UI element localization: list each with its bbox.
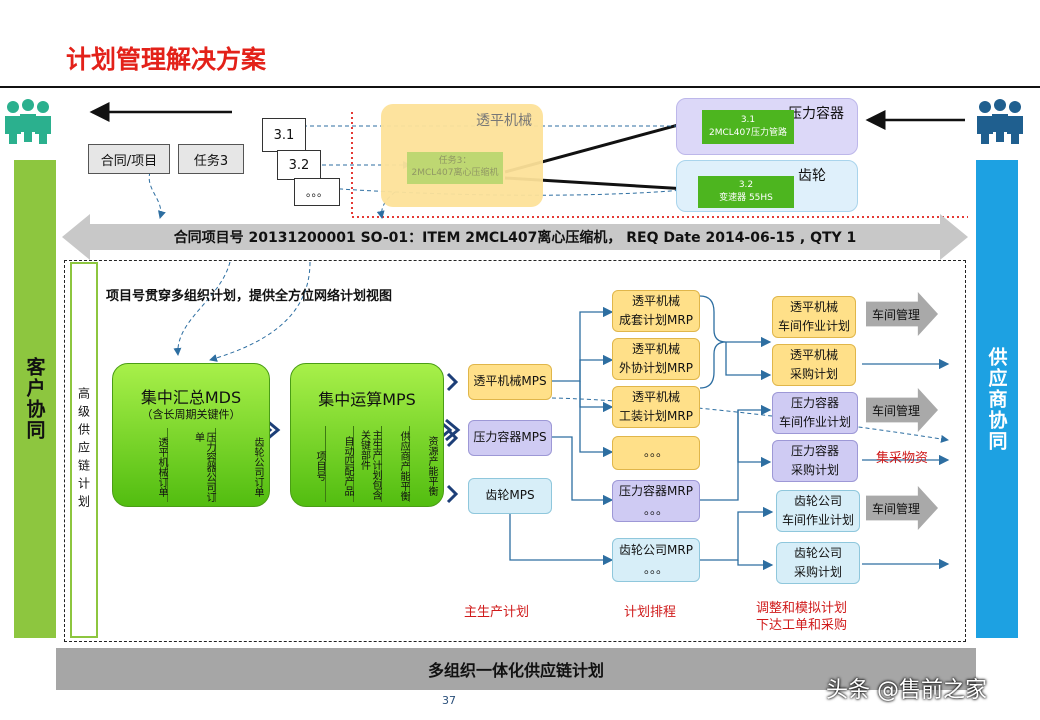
customer-people-icon — [5, 99, 51, 144]
gear-purchase-plan: 齿轮公司 采购计划 — [776, 542, 860, 584]
mds-box: 集中汇总MDS （含长周期关键件） 透平机械订单 压力容器公司订单 齿轮公司订单 — [112, 363, 270, 507]
bottom-bar: 多组织一体化供应链计划 — [56, 648, 976, 690]
mps-gear: 齿轮MPS — [468, 478, 552, 514]
page-number: 37 — [442, 694, 456, 707]
bottom-label-mps: 主生产计划 — [464, 605, 530, 620]
mps-turbine: 透平机械MPS — [468, 364, 552, 400]
mrp-turbine-full: 透平机械 成套计划MRP — [612, 290, 700, 332]
supplier-collab-bar: 供应商协同 — [976, 160, 1018, 638]
mds-subtitle: （含长周期关键件） — [141, 408, 241, 421]
supplier-collab-label: 供应商协同 — [985, 346, 1008, 452]
gear-label: 齿轮 — [798, 168, 826, 184]
title-rule — [0, 86, 1040, 88]
mps-cell-supplier: 供应商产能平衡 — [381, 426, 410, 502]
bottom-label-adjust: 调整和模拟计划 下达工单和采购 — [756, 601, 848, 633]
stack-item-3-1: 3.1 — [262, 118, 306, 152]
contract-box: 合同/项目 — [88, 144, 170, 174]
advanced-scp-box: 高级供应链计划 — [70, 262, 98, 638]
mrp-turbine-more: 。。。 — [612, 436, 700, 470]
watermark: 头条 @售前之家 — [826, 678, 987, 703]
mrp-turbine-outsource: 透平机械 外协计划MRP — [612, 338, 700, 380]
turbine-workshop-plan: 透平机械 车间作业计划 — [772, 296, 856, 338]
pressure-label: 压力容器 — [788, 106, 844, 122]
mps-cell-project: 项目号 — [297, 426, 326, 502]
mps-cell-master: 主生产计划包含关键部件 — [353, 426, 382, 502]
mds-cell-gear: 齿轮公司订单 — [252, 437, 263, 497]
banner-text: 合同项目号 20131200001 SO-01：ITEM 2MCL407离心压缩… — [173, 230, 857, 246]
pressure-purchase-plan: 压力容器 采购计划 — [772, 440, 858, 482]
pressure-sub: 3.1 2MCL407压力管路 — [702, 110, 794, 144]
customer-collab-label: 客户协同 — [23, 357, 46, 441]
mps-cell-match: 自动匹配产品 — [325, 426, 354, 502]
mps-title: 集中运算MPS — [318, 390, 416, 409]
mds-cell-pressure: 压力容器公司订单 — [167, 428, 216, 502]
turbine-label: 透平机械 — [476, 113, 532, 129]
gear-workshop-plan: 齿轮公司 车间作业计划 — [776, 490, 860, 532]
bottom-label-schedule: 计划排程 — [624, 605, 677, 620]
pressure-workshop-plan: 压力容器 车间作业计划 — [772, 392, 858, 434]
collective-label: 集采物资 — [876, 451, 929, 466]
stack-item-3-2: 3.2 — [277, 150, 321, 180]
main-frame — [64, 260, 966, 642]
page-title: 计划管理解决方案 — [66, 45, 267, 74]
mds-cell-turbine: 透平机械订单 — [119, 428, 168, 502]
mds-cells: 透平机械订单 压力容器公司订单 齿轮公司订单 — [119, 428, 263, 502]
gear-sub: 3.2 变速器 55HS — [698, 176, 794, 208]
mps-pressure: 压力容器MPS — [468, 420, 552, 456]
intro-text: 项目号贯穿多组织计划，提供全方位网络计划视图 — [106, 289, 393, 304]
stack-item-more: 。。。 — [294, 178, 340, 206]
advanced-scp-label: 高级供应链计划 — [76, 387, 91, 513]
mds-title: 集中汇总MDS — [140, 388, 242, 407]
task-box: 任务3 — [178, 144, 244, 174]
mrp-pressure: 压力容器MRP 。。。 — [612, 480, 700, 522]
customer-collab-bar: 客户协同 — [14, 160, 56, 638]
mrp-turbine-tooling: 透平机械 工装计划MRP — [612, 386, 700, 428]
mps-cell-resource: 资源产能平衡 — [426, 436, 437, 496]
task3-detail: 任务3： 2MCL407离心压缩机 — [407, 152, 503, 184]
mps-cells: 项目号 自动匹配产品 主生产计划包含关键部件 供应商产能平衡 资源产能平衡 — [297, 426, 437, 502]
mps-box: 集中运算MPS 项目号 自动匹配产品 主生产计划包含关键部件 供应商产能平衡 资… — [290, 363, 444, 507]
mrp-gear: 齿轮公司MRP 。。。 — [612, 538, 700, 582]
turbine-purchase-plan: 透平机械 采购计划 — [772, 344, 856, 386]
supplier-people-icon — [977, 99, 1023, 144]
banner-arrow — [62, 214, 968, 260]
